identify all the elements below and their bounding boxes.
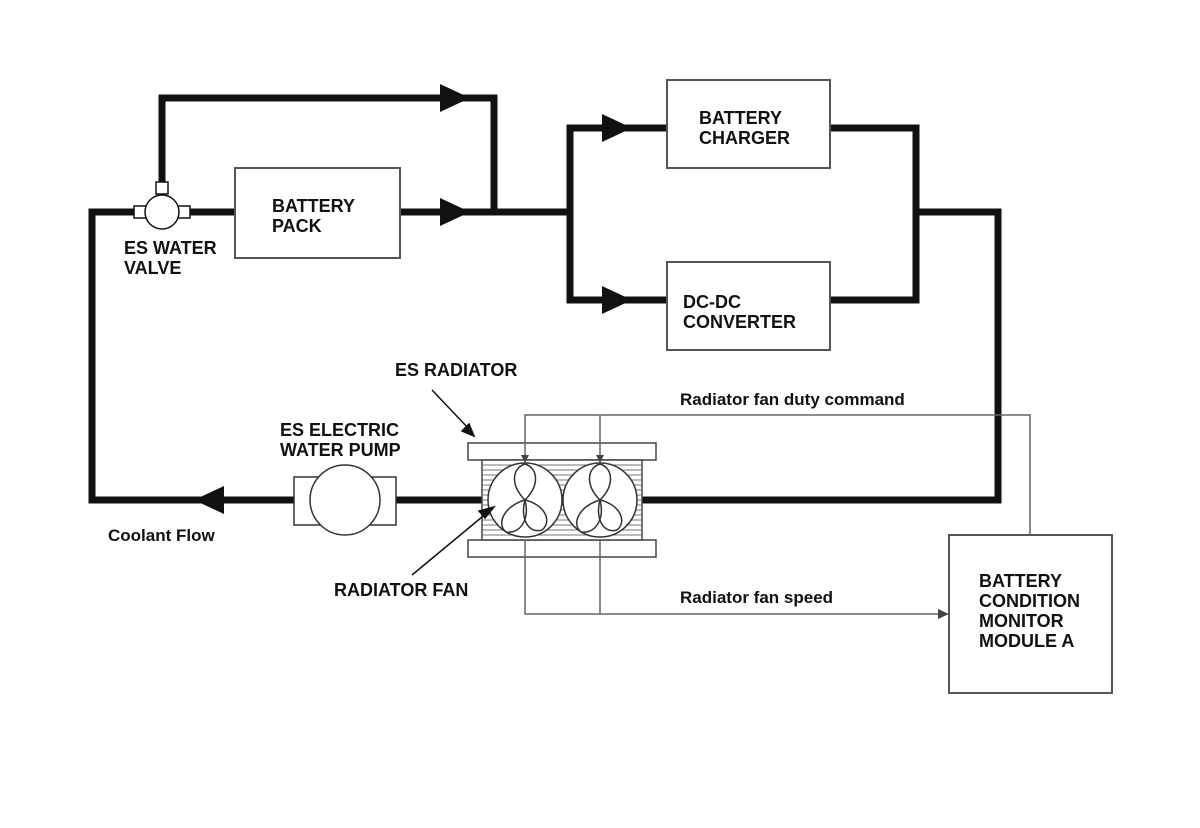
radiator-fan-leader (411, 511, 489, 576)
pump-label-line1: ES ELECTRIC (280, 420, 399, 440)
pipe-right-return (638, 208, 1002, 504)
radiator-bottom-tank (467, 539, 657, 558)
pipe-charger-out (826, 124, 920, 304)
battery-pack-label-line2: PACK (272, 216, 322, 236)
es-radiator-leader (431, 389, 471, 431)
radiator-fan-leader-head (477, 505, 497, 520)
bcm-label-line2: CONDITION (979, 591, 1080, 611)
battery-pack-box (234, 167, 401, 259)
es-water-valve-label: ES WATER VALVE (124, 238, 222, 278)
dcdc-converter-box (666, 261, 831, 351)
es-water-valve-label-line1: ES WATER (124, 238, 217, 258)
pump-label-line2: WATER PUMP (280, 440, 401, 460)
radiator-fan-label: RADIATOR FAN (334, 580, 468, 600)
bcm-label-line1: BATTERY (979, 571, 1062, 591)
dcdc-converter-label: DC-DC CONVERTER (683, 292, 796, 332)
radiator-fan-duty-command-label: Radiator fan duty command (680, 390, 905, 409)
es-radiator-leader-head (460, 422, 476, 438)
coolant-pipes (88, 94, 1002, 504)
coolant-flow-label: Coolant Flow (108, 526, 215, 545)
es-electric-water-pump-label: ES ELECTRIC WATER PUMP (280, 420, 404, 460)
dcdc-converter-label-line1: DC-DC (683, 292, 741, 312)
signal-lines (524, 414, 1031, 615)
radiator-top-tank (467, 442, 657, 461)
fan-speed-arrow (938, 609, 949, 619)
es-radiator-label: ES RADIATOR (395, 360, 517, 380)
battery-charger-box (666, 79, 831, 169)
radiator-fan-speed-label: Radiator fan speed (680, 588, 833, 607)
battery-condition-monitor-box (948, 534, 1113, 694)
battery-pack-label-line1: BATTERY (272, 196, 355, 216)
radiator-fan-left (487, 462, 563, 538)
duty-arrow-left (521, 455, 529, 463)
bcm-label-line3: MONITOR (979, 611, 1064, 631)
battery-condition-monitor-label: BATTERY CONDITION MONITOR MODULE A (979, 571, 1085, 651)
arrow-to-charger (602, 114, 632, 142)
es-electric-water-pump (293, 464, 397, 536)
flow-arrows (194, 84, 632, 514)
es-water-valve-label-line2: VALVE (124, 258, 181, 278)
battery-charger-label-line1: BATTERY (699, 108, 782, 128)
duty-arrow-right (596, 455, 604, 463)
es-water-valve (133, 181, 191, 230)
bcm-label-line4: MODULE A (979, 631, 1074, 651)
arrow-to-dcdc (602, 286, 632, 314)
dcdc-converter-label-line2: CONVERTER (683, 312, 796, 332)
fan-speed-line (524, 540, 940, 615)
arrow-pack-out (440, 198, 470, 226)
duty-command-line (524, 414, 1031, 535)
battery-pack-label: BATTERY PACK (272, 196, 360, 236)
arrow-coolant-flow (194, 486, 224, 514)
pipe-bypass (158, 94, 498, 216)
arrow-bypass (440, 84, 470, 112)
battery-charger-label: BATTERY CHARGER (699, 108, 790, 148)
radiator-fan-right (562, 462, 638, 538)
battery-charger-label-line2: CHARGER (699, 128, 790, 148)
